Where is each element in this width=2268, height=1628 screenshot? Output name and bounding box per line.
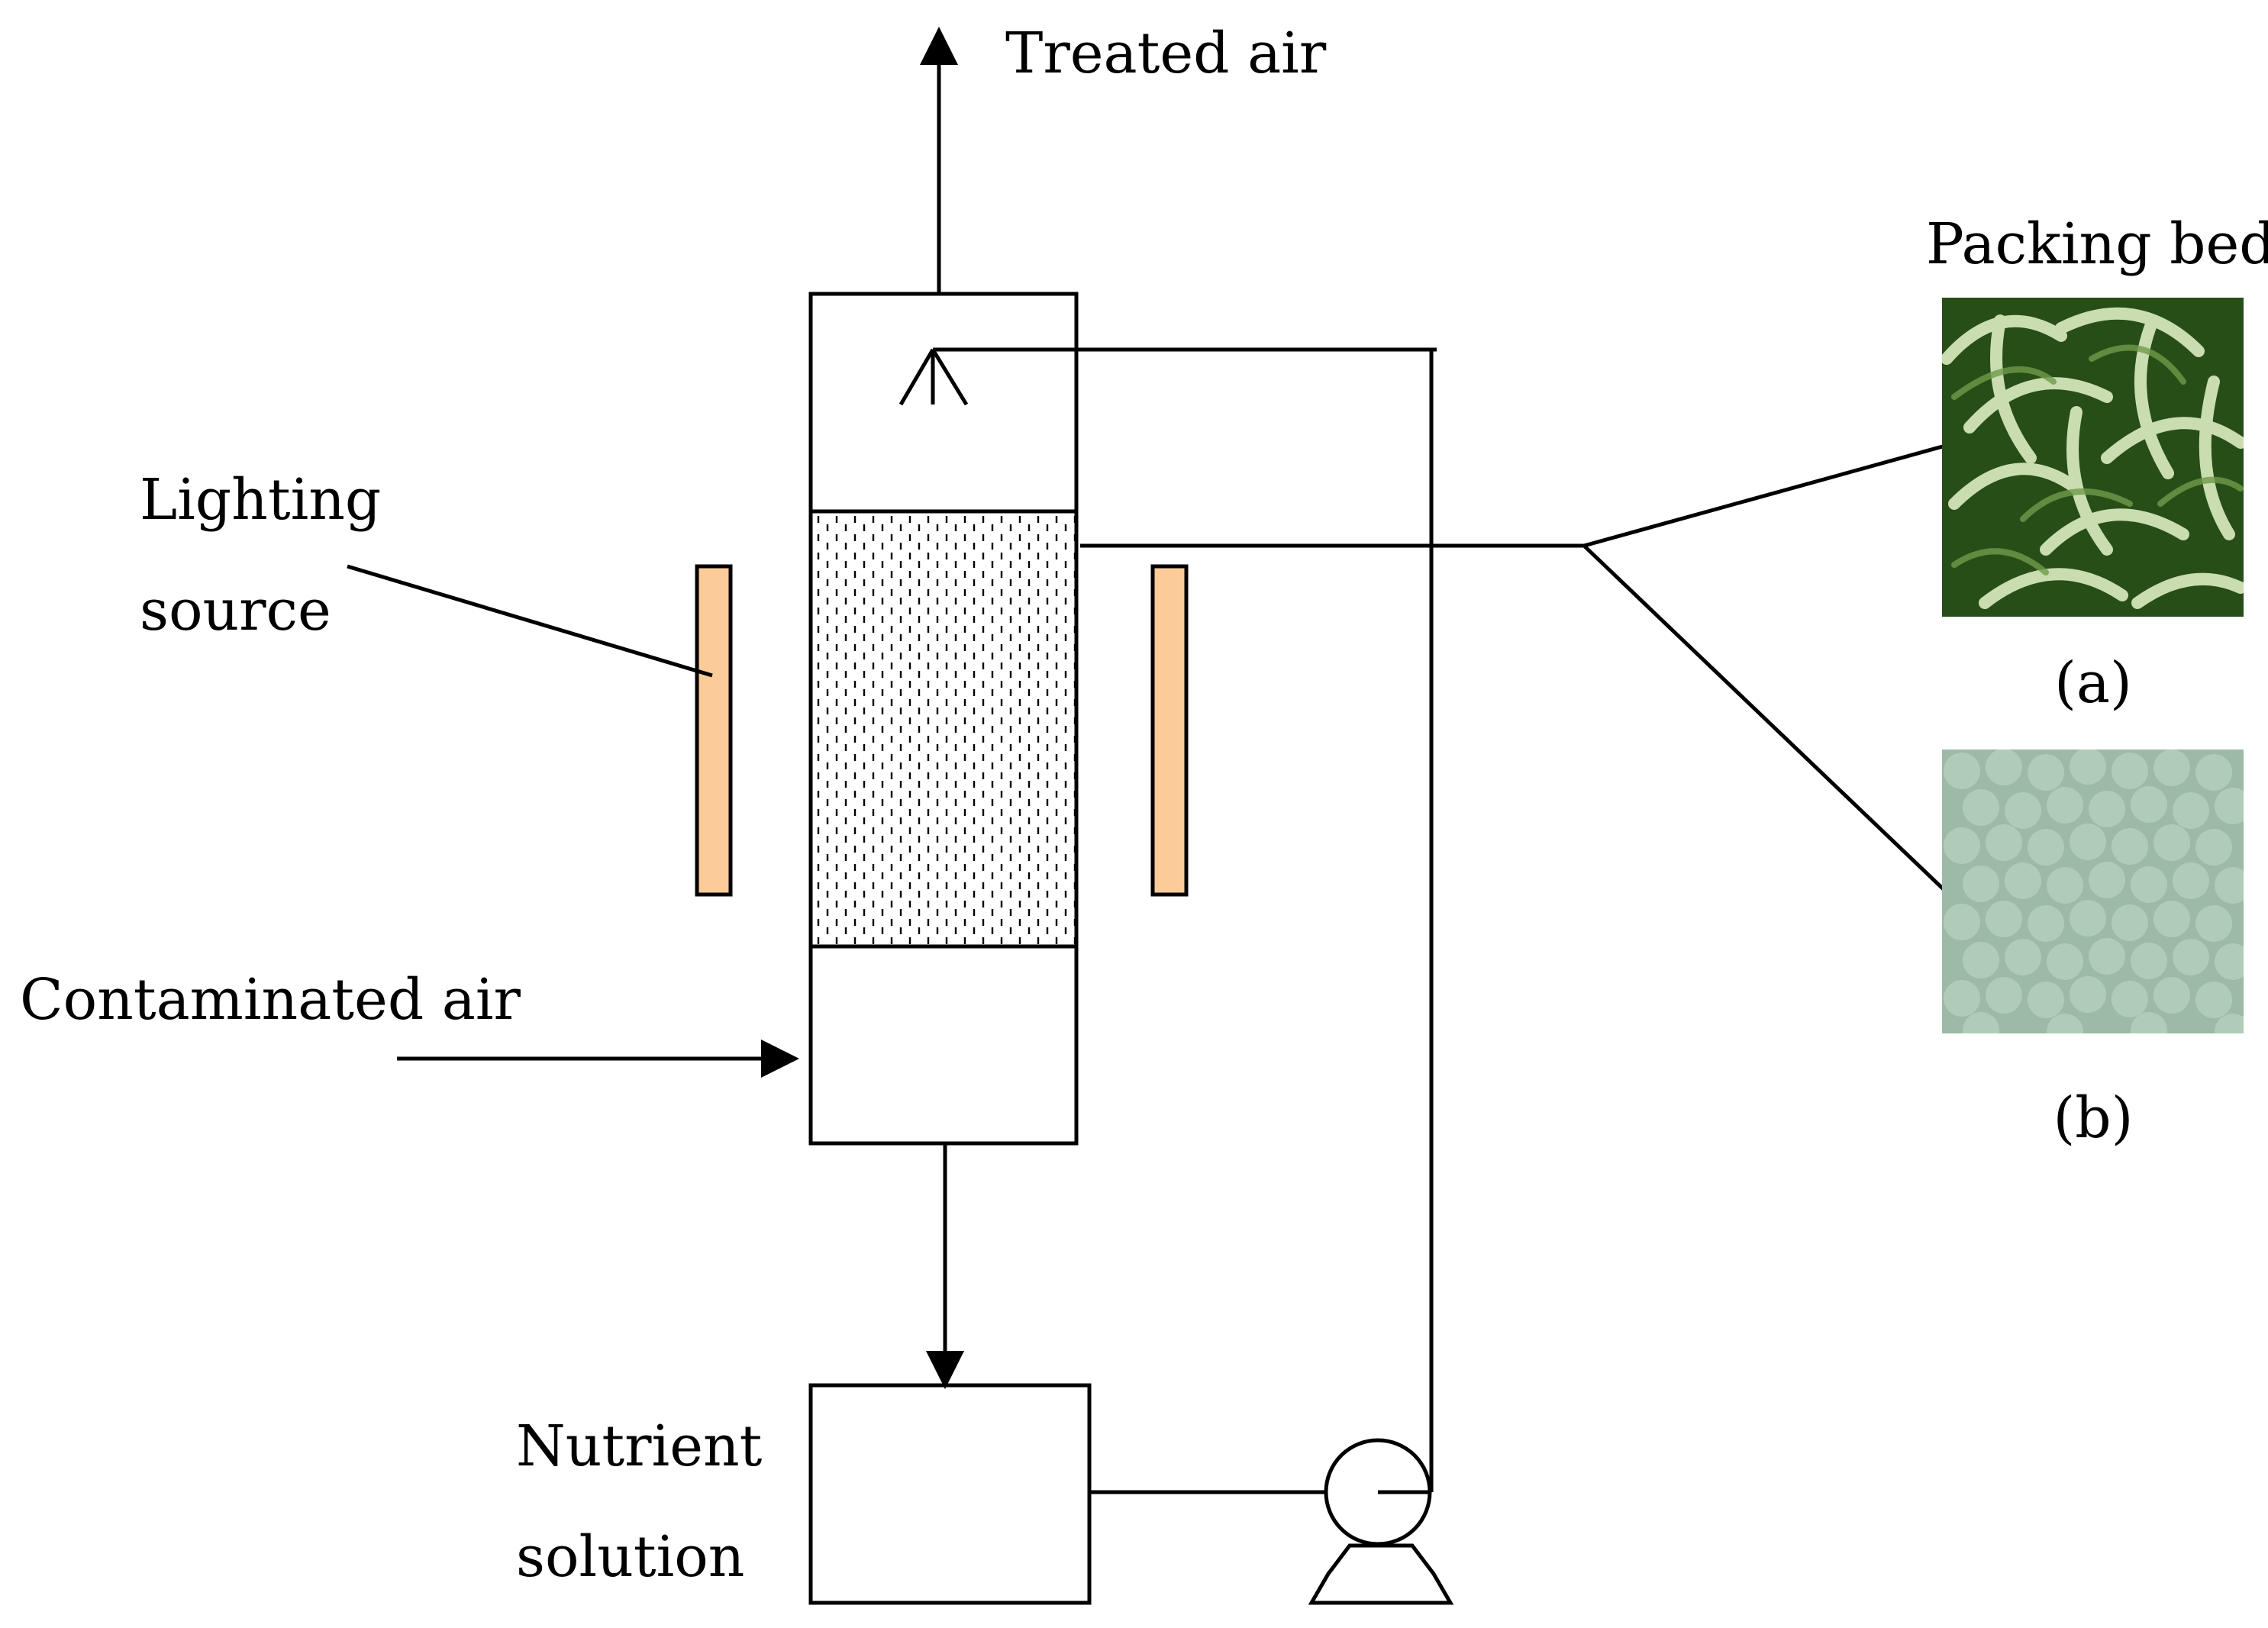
packing-bed-label: Packing bed: <box>1926 211 2268 277</box>
lighting-source-leader <box>347 564 713 678</box>
lighting-source-label-line2: source <box>140 578 331 643</box>
packing-bed-leader-b <box>1582 544 1983 927</box>
packing-photo-b <box>1942 750 2244 1033</box>
lighting-source-label-line1: Lighting <box>140 467 381 533</box>
nutrient-solution-label-line1: Nutrient <box>516 1414 763 1479</box>
option-a-label: (a) <box>2054 650 2132 716</box>
lighting-source-right <box>1150 564 1189 897</box>
packing-photo-a <box>1942 298 2244 617</box>
spray-nozzle-icon <box>898 348 969 406</box>
pump-icon <box>1308 1438 1454 1605</box>
column-bottom-section <box>808 944 1079 1146</box>
packing-bed-leader-a <box>1583 439 1963 548</box>
packing-bed-section <box>808 509 1079 949</box>
nutrient-solution-label-line2: solution <box>516 1524 744 1590</box>
column-top-section <box>808 292 1079 514</box>
treated-air-label: Treated air <box>1005 21 1327 86</box>
option-b-label: (b) <box>2053 1085 2133 1151</box>
lighting-source-left <box>695 564 733 897</box>
nutrient-tank <box>808 1383 1092 1605</box>
contaminated-air-label: Contaminated air <box>20 967 521 1033</box>
